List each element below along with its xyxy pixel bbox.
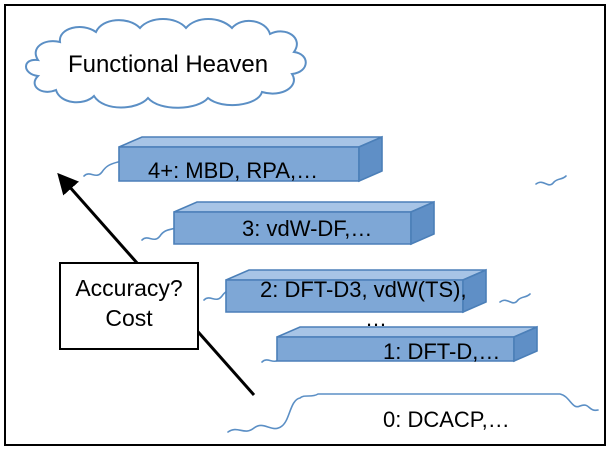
ladder-step-3: 3: vdW-DF,… [173, 200, 435, 246]
step-squiggle [499, 293, 531, 304]
step-3-label: 3: vdW-DF,… [242, 216, 372, 241]
cloud-shape [25, 18, 307, 109]
ground-squiggle [227, 393, 599, 433]
tradeoff-line-2: Cost [105, 305, 153, 331]
step-squiggle [535, 175, 567, 186]
cloud-label: Functional Heaven [68, 51, 268, 78]
tradeoff-line-1: Accuracy? [75, 275, 182, 301]
ladder-step-2: 2: DFT-D3, vdW(TS), … [225, 268, 487, 331]
step-4-label: 4+: MBD, RPA,… [148, 158, 318, 183]
step-1-label: 1: DFT-D,… [383, 339, 500, 364]
tradeoff-box: Accuracy? Cost [59, 262, 199, 350]
ladder-step-1: 1: DFT-D,… [276, 325, 538, 364]
ladder-step-4: 4+: MBD, RPA,… [118, 135, 383, 183]
step-2-label-line1: 2: DFT-D3, vdW(TS), [260, 277, 467, 302]
functional-heaven-cloud: Functional Heaven [25, 18, 307, 109]
step-squiggle [83, 161, 119, 177]
ground-label: 0: DCACP,… [383, 407, 510, 432]
step-2-label-line2: … [365, 306, 387, 331]
step-squiggle [141, 227, 177, 241]
